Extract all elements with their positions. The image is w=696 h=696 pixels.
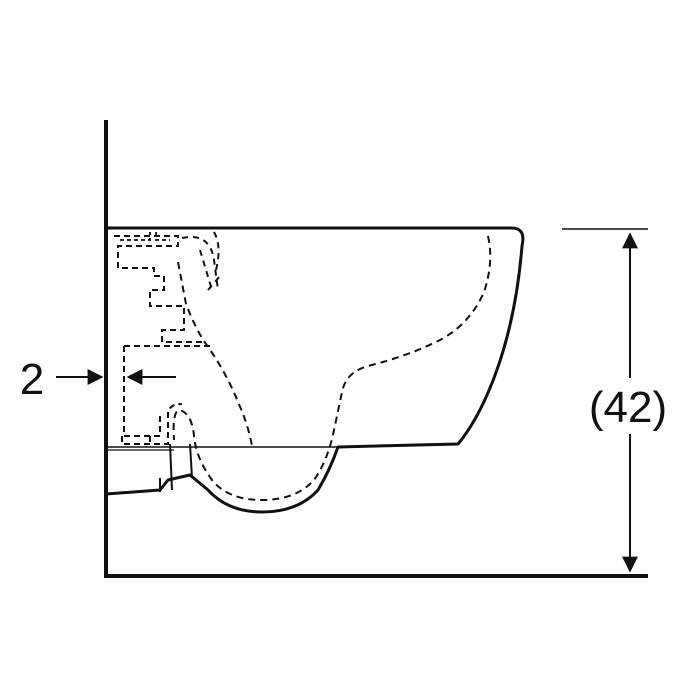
inner-channel-dashed — [177, 261, 253, 447]
trap-dashed — [181, 231, 221, 291]
connection-block-dashed — [114, 235, 206, 343]
height-label-backdrop — [582, 378, 678, 434]
top-bracket-dashed — [120, 232, 170, 241]
mounting-block-dashed — [121, 345, 210, 445]
height-dimension-label: (42) — [589, 383, 667, 432]
clearance-dimension-label: 2 — [20, 355, 44, 404]
toilet-bowl-outline — [105, 226, 525, 514]
outlet-spigot — [159, 443, 193, 492]
inner-bowl-dashed — [172, 235, 492, 502]
